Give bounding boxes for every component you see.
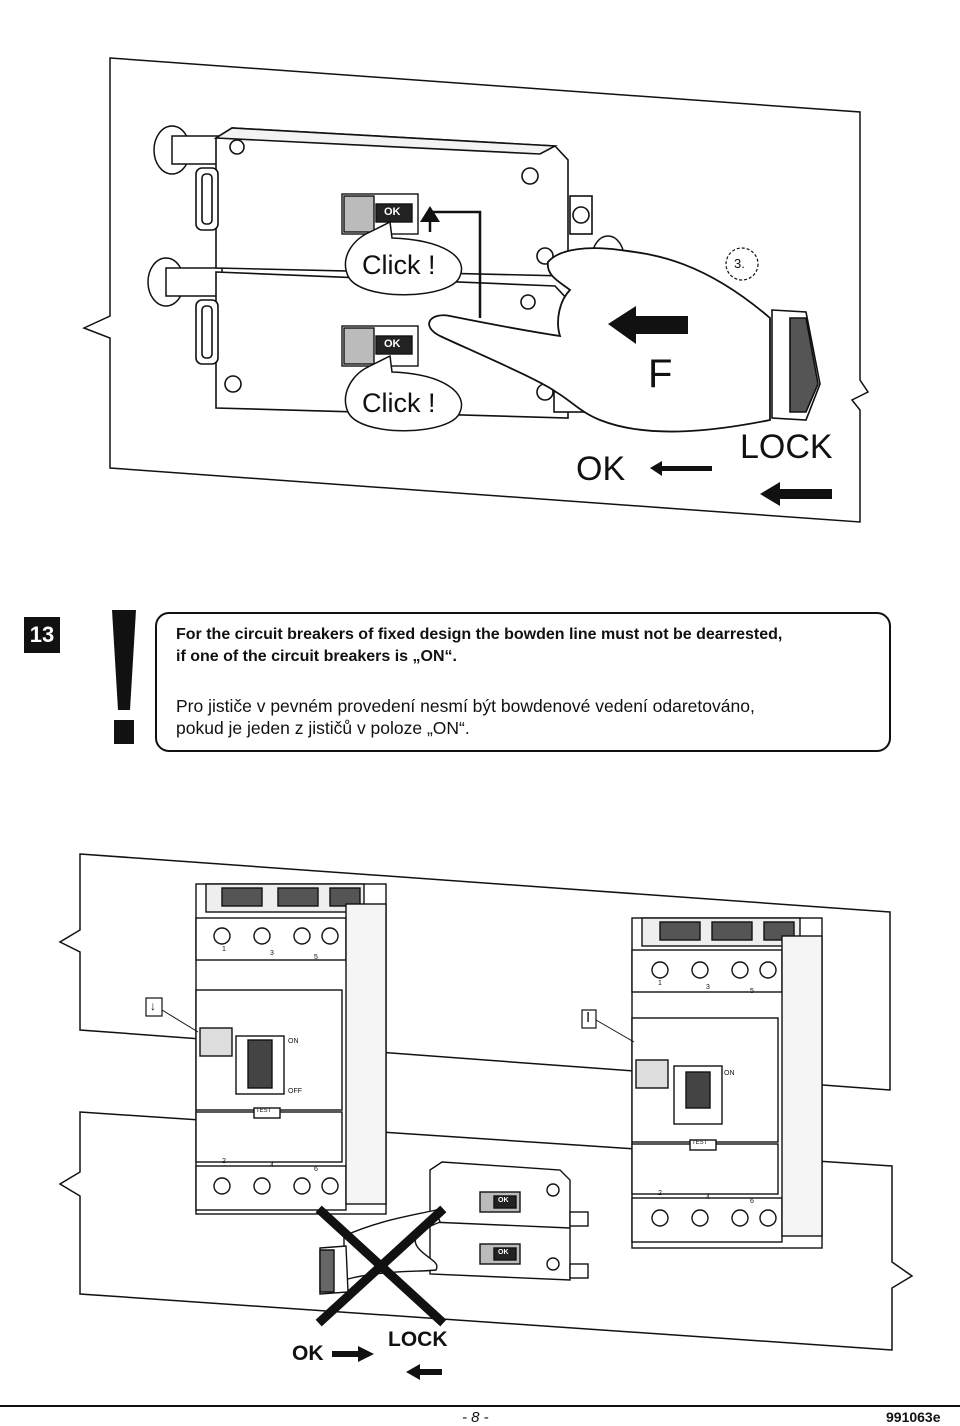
left-breaker-on-label: ON [288,1038,299,1045]
note-cz-line-2: pokud je jeden z jističů v poloze „ON“. [176,718,470,738]
lower-wall-band [58,1111,914,1351]
ok-direction-arrow-bottom [332,1346,374,1362]
left-terminal-bottom-4: 4 [270,1162,274,1169]
right-circuit-breaker [631,917,823,1249]
left-terminal-bottom-2: 2 [222,1158,226,1165]
small-hand-illustration [319,1209,441,1295]
mounting-rods [147,125,625,307]
sleeve [771,309,821,421]
footer-rule [0,1405,960,1407]
force-label: F [648,352,673,396]
right-terminal-top-3: 3 [706,984,710,991]
ok-label-top: OK [576,450,626,488]
right-test-label: TEST [692,1140,708,1146]
interlock-ok-badge-lower: OK [498,1249,509,1256]
left-breaker-off-label: OFF [288,1088,302,1095]
click-bubble-upper [344,220,463,296]
warning-exclamation-icon [112,610,136,744]
ok-direction-arrow [650,461,712,476]
force-arrow [608,306,688,344]
lock-label-bottom: LOCK [388,1328,448,1351]
warning-note-english: For the circuit breakers of fixed design… [176,624,782,668]
right-breaker-on-label: ON [724,1070,735,1077]
note-en-line-2: if one of the circuit breakers is „ON“. [176,648,457,665]
note-cz-line-1: Pro jističe v pevném provedení nesmí být… [176,696,755,716]
right-terminal-top-1: 1 [658,980,662,987]
hand-illustration [428,247,771,433]
bowden-interlock-unit [429,1161,589,1281]
step-number-badge: 13 [24,617,60,653]
note-en-line-1: For the circuit breakers of fixed design… [176,626,783,643]
click-label-upper: Click ! [362,250,436,280]
left-terminal-top-1: 1 [222,946,226,953]
click-label-lower: Click ! [362,388,436,418]
prohibition-x-mark [315,1205,447,1327]
left-breaker-state-symbol: ↓ [150,999,156,1013]
lock-label-top: LOCK [740,428,833,466]
left-test-label: TEST [256,1108,272,1114]
interlock-ok-badge-upper: OK [498,1197,509,1204]
right-terminal-bottom-2: 2 [658,1190,662,1197]
ok-badge-upper: OK [384,206,401,218]
wall-panel [82,57,870,523]
click-bubble-lower [344,354,463,432]
right-terminal-top-5: 5 [750,988,754,995]
top-illustration [82,57,870,523]
document-code: 991063e [886,1409,941,1425]
ok-label-bottom: OK [292,1342,324,1365]
page-number: - 8 - [462,1409,489,1426]
right-terminal-bottom-6: 6 [750,1198,754,1205]
left-state-indicator-box [145,997,163,1017]
left-circuit-breaker [195,883,387,1215]
left-terminal-top-5: 5 [314,954,318,961]
step-marker-label: 3. [734,256,745,271]
ok-badge-lower: OK [384,338,401,350]
left-terminal-bottom-6: 6 [314,1166,318,1173]
left-terminal-top-3: 3 [270,950,274,957]
right-state-indicator-box [581,1009,597,1029]
right-breaker-state-symbol: I [586,1009,591,1026]
right-terminal-bottom-4: 4 [706,1194,710,1201]
lock-direction-arrow-bottom [406,1364,442,1380]
step-marker-circle [725,247,759,281]
warning-note-box [155,612,891,752]
warning-note-czech: Pro jističe v pevném provedení nesmí být… [176,695,755,739]
upper-wall-band [58,853,891,1091]
lock-direction-arrow [760,482,832,506]
